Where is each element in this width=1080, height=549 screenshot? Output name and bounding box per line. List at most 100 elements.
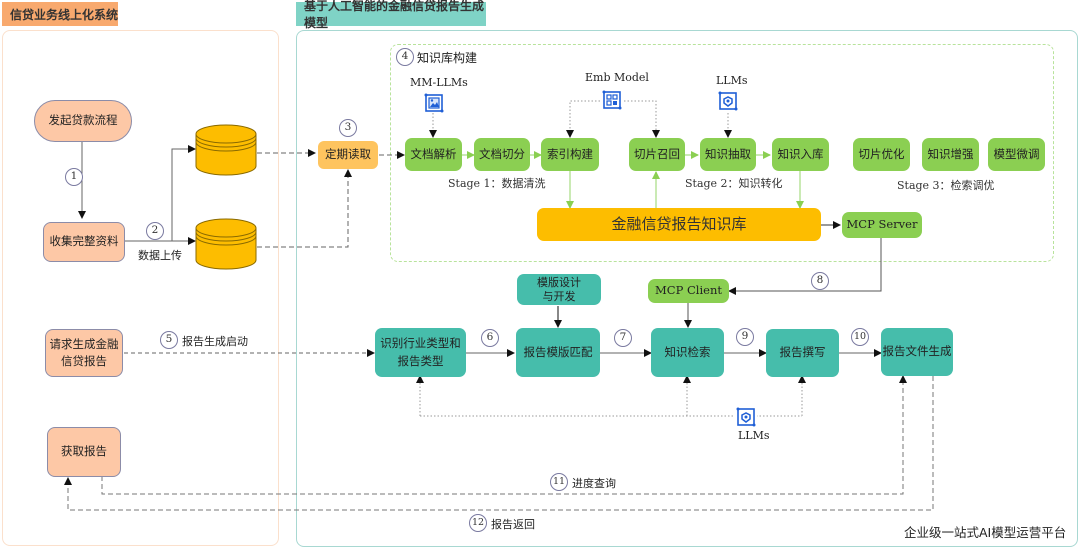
ai-model-panel [296,30,1078,547]
step-6-number: 6 [486,331,494,344]
llm-icon [718,91,738,111]
doc-split-label: 文档切分 [479,146,525,161]
identify-type-line1: 识别行业类型和 [380,336,461,351]
step-5-badge: 5 [160,331,178,349]
knowledge-extract-node: 知识抽取 [700,138,756,171]
step-1-badge: 1 [65,168,83,186]
request-report-line1: 请求生成金融 [49,336,119,351]
request-report-node: 请求生成金融信贷报告 [45,329,123,377]
embedding-model-icon [602,90,622,110]
chunk-recall-label: 切片召回 [634,146,680,161]
mcp-client-node: MCP Client [648,279,729,303]
step-6-badge: 6 [481,329,499,347]
step-8-badge: 8 [811,272,829,290]
report-return-label: 报告返回 [491,518,535,531]
knowledge-base-bar: 金融信贷报告知识库 [537,208,821,241]
chunk-optimize-label: 切片优化 [858,146,905,161]
report-writing-label: 报告撰写 [779,345,826,360]
model-finetune-label: 模型微调 [993,146,1040,161]
identify-type-line2: 报告类型 [397,353,444,368]
knowledge-store-label: 知识入库 [777,146,824,161]
step-5-number: 5 [165,333,173,346]
stage-3-label: Stage 3：检索调优 [897,179,995,192]
collect-materials-label: 收集完整资料 [49,234,119,249]
step-4-number: 4 [401,50,409,63]
doc-split-node: 文档切分 [474,138,530,171]
knowledge-store-node: 知识入库 [772,138,829,171]
start-loan-process-node: 发起贷款流程 [34,100,132,142]
right-section-header: 基于人工智能的金融信贷报告生成模型 [296,0,486,30]
llms-label-bottom: LLMs [738,429,770,442]
stage-1-label: Stage 1：数据清洗 [448,177,546,190]
step-2-number: 2 [151,224,159,237]
step-10-number: 10 [853,330,867,342]
step-4-badge: 4 [396,48,414,66]
step-10-badge: 10 [851,328,869,346]
chunk-optimize-node: 切片优化 [853,138,910,171]
knowledge-base-label: 金融信贷报告知识库 [611,215,747,234]
collect-materials-node: 收集完整资料 [43,222,125,262]
right-section-title: 基于人工智能的金融信贷报告生成模型 [304,0,485,30]
step-12-badge: 12 [469,514,487,532]
knowledge-enhance-node: 知识增强 [922,138,979,171]
periodic-read-label: 定期读取 [325,147,371,162]
report-start-label: 报告生成启动 [182,335,248,348]
step-3-number: 3 [344,121,352,134]
report-file-node: 报告文件生成 [881,328,953,376]
template-match-node: 报告模版匹配 [516,328,600,377]
step-7-badge: 7 [614,329,632,347]
edge-collect-to-db1 [171,145,196,241]
left-section-header: 信贷业务线上化系统 [2,2,118,26]
knowledge-enhance-label: 知识增强 [927,146,974,161]
step-7-number: 7 [619,331,627,344]
knowledge-build-area [390,44,1054,262]
loan-system-panel [2,30,279,546]
template-design-node: 模版设计与开发 [517,274,601,305]
start-loan-process-label: 发起贷款流程 [48,113,118,128]
image-model-icon [424,93,444,113]
progress-query-label: 进度查询 [572,477,616,490]
mcp-client-label: MCP Client [655,283,722,298]
mcp-server-label: MCP Server [846,217,918,232]
index-build-node: 索引构建 [541,138,599,171]
llm-icon [735,406,757,428]
step-11-badge: 11 [550,473,568,491]
get-report-node: 获取报告 [47,427,121,477]
report-file-label: 报告文件生成 [882,344,952,359]
request-report-line2: 信贷报告 [61,354,107,368]
knowledge-retrieval-node: 知识检索 [651,328,724,377]
edge-db2-to-read [257,169,352,248]
template-design-line2: 与开发 [542,289,576,303]
database-icon [195,124,257,176]
chunk-recall-node: 切片召回 [629,138,685,171]
llms-label-top: LLMs [716,74,748,87]
data-upload-label: 数据上传 [138,249,182,262]
step-3-badge: 3 [339,119,357,137]
periodic-read-node: 定期读取 [318,141,378,169]
stage-2-label: Stage 2：知识转化 [685,177,783,190]
left-section-title: 信贷业务线上化系统 [10,7,119,22]
step-2-badge: 2 [146,222,164,240]
template-design-line1: 模版设计 [537,275,581,289]
get-report-label: 获取报告 [61,444,107,459]
platform-footer: 企业级一站式AI模型运营平台 [904,525,1067,540]
emb-model-label: Emb Model [585,71,649,84]
report-writing-node: 报告撰写 [766,329,839,377]
doc-parse-label: 文档解析 [410,146,457,161]
model-finetune-node: 模型微调 [988,138,1045,171]
step-9-badge: 9 [736,328,754,346]
step-12-number: 12 [471,516,485,528]
mcp-server-node: MCP Server [842,212,922,238]
step-8-number: 8 [816,274,824,287]
mm-llms-label: MM-LLMs [410,76,468,89]
knowledge-retrieval-label: 知识检索 [664,344,711,359]
step-9-number: 9 [741,330,749,343]
index-build-label: 索引构建 [547,146,593,161]
template-match-label: 报告模版匹配 [523,344,593,359]
knowledge-build-title: 知识库构建 [417,51,478,65]
identify-type-node: 识别行业类型和报告类型 [375,328,466,377]
step-11-number: 11 [552,475,566,487]
step-1-number: 1 [70,170,78,183]
knowledge-extract-label: 知识抽取 [705,146,751,161]
